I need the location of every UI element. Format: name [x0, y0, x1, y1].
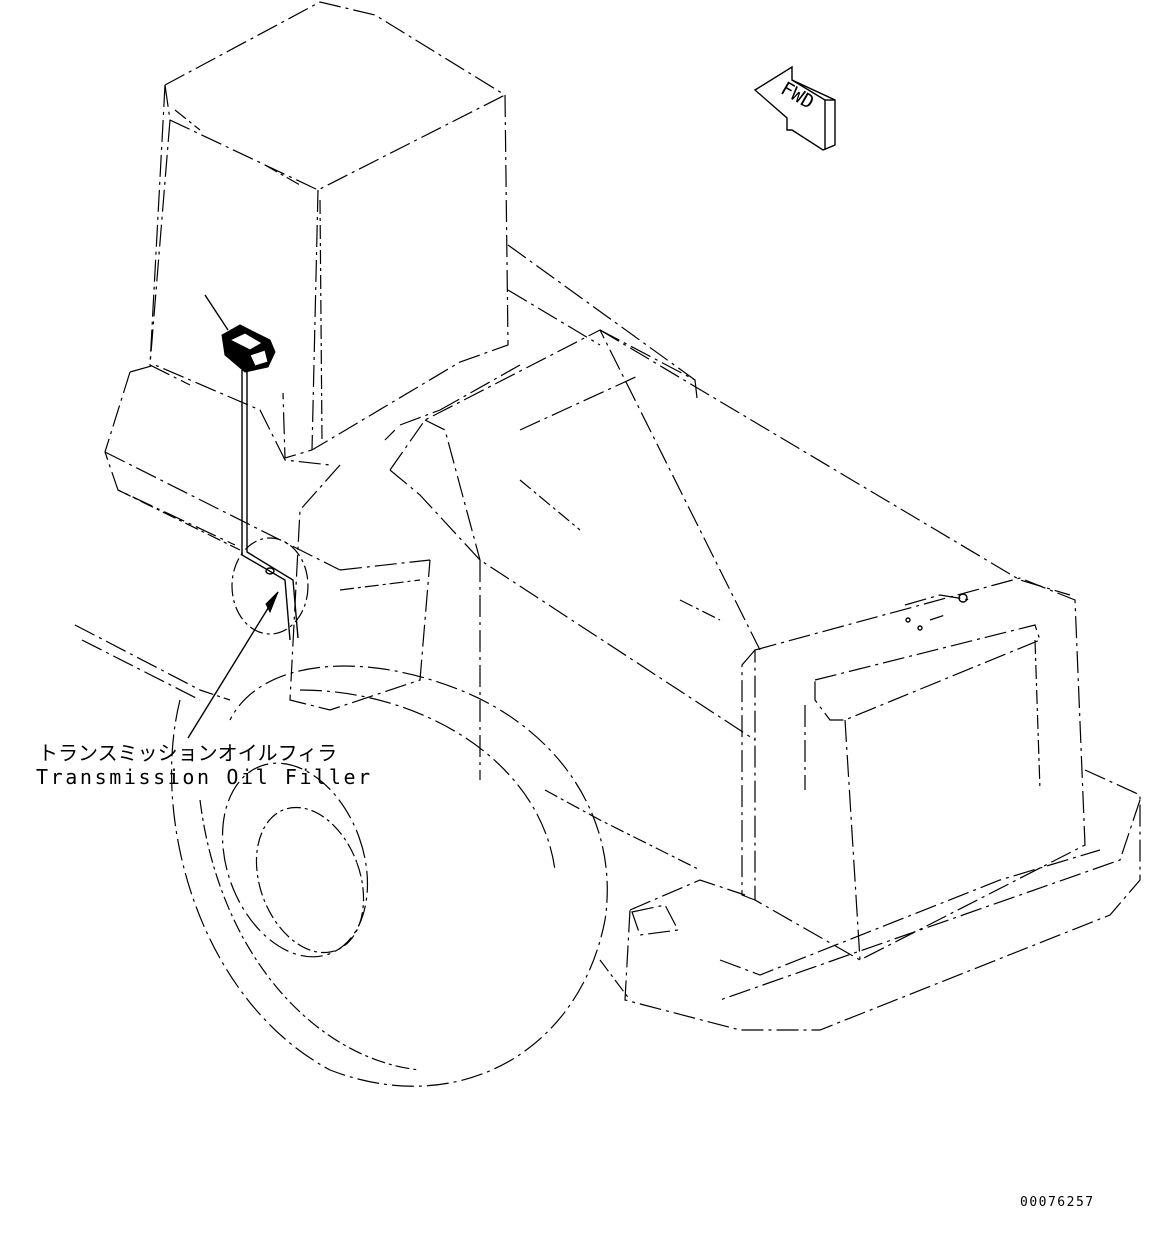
callout-label-english: Transmission Oil Filler [36, 765, 373, 789]
counterweight-outline [544, 769, 1141, 1031]
drawing-number: 00076257 [1020, 1195, 1095, 1210]
left-fender-outline [104, 364, 341, 571]
filler-detail-circle [231, 537, 309, 635]
cab-outline [149, 1, 509, 459]
rear-box-outline [741, 577, 1086, 961]
callout-leader-arrow [187, 591, 279, 739]
filler-tube [241, 370, 299, 641]
forward-arrow-icon [753, 65, 836, 151]
fwd-direction-marker: FWD [753, 65, 836, 151]
filler-cap-icon [204, 294, 276, 373]
engine-hood-outline [389, 244, 1071, 780]
rear-tire-outline [170, 665, 608, 1087]
frame-rails [74, 409, 441, 711]
fwd-label: FWD [777, 78, 818, 114]
callout-label-japanese: トランスミッションオイルフィラ [38, 741, 338, 765]
